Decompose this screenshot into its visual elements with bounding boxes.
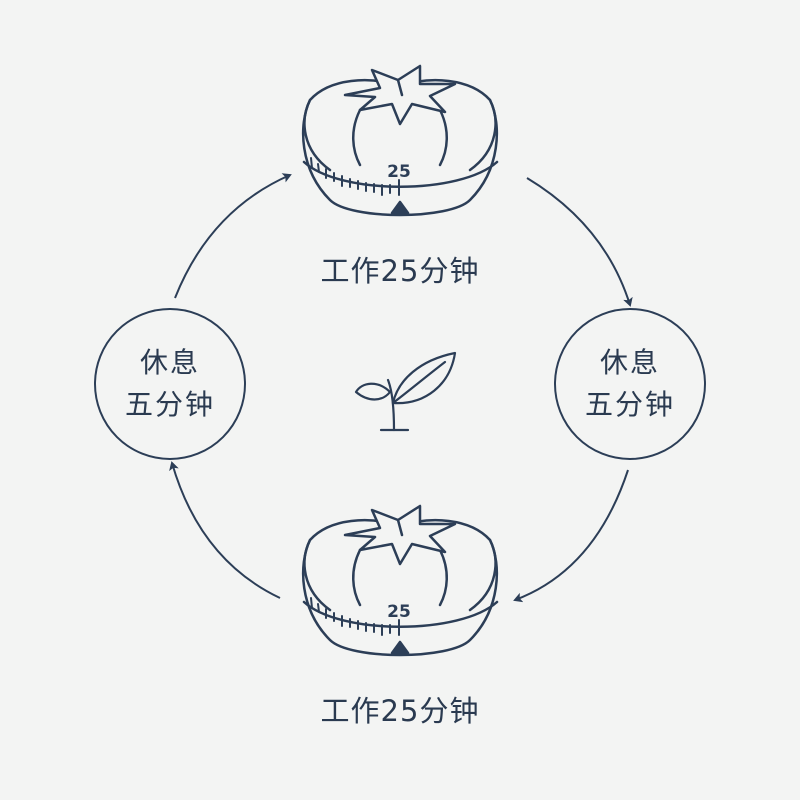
timer-number-bottom: 25 xyxy=(387,602,411,622)
tomato-timer-icon-top xyxy=(303,66,497,215)
arrow-left-to-top xyxy=(175,175,290,298)
arrow-right-to-bottom xyxy=(515,470,628,600)
timer-number-top: 25 xyxy=(387,162,411,182)
work-label-top: 工作25分钟 xyxy=(321,248,480,290)
work-label-bottom: 工作25分钟 xyxy=(321,688,480,730)
rest-right-line1: 休息 xyxy=(555,342,705,384)
rest-label-right: 休息 五分钟 xyxy=(555,342,705,426)
sprout-icon xyxy=(356,353,455,430)
rest-right-line2: 五分钟 xyxy=(555,384,705,426)
rest-left-line1: 休息 xyxy=(95,342,245,384)
rest-left-line2: 五分钟 xyxy=(95,384,245,426)
arrow-top-to-right xyxy=(527,178,630,305)
arrow-bottom-to-left xyxy=(172,463,280,598)
tomato-timer-icon-bottom xyxy=(303,506,497,655)
rest-label-left: 休息 五分钟 xyxy=(95,342,245,426)
